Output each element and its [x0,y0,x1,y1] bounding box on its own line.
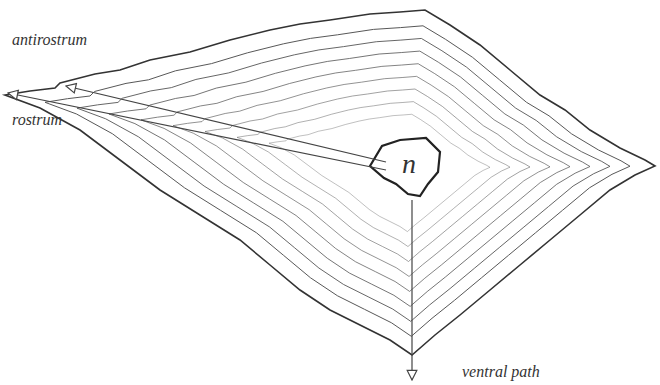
otolith-outline [5,10,655,355]
growth-ring [109,51,590,306]
nucleus-label: n [400,150,418,178]
ventral-path-arrow [411,200,412,380]
axis-label: ventral path [462,364,540,380]
part-label: rostrum [12,112,62,128]
growth-ring [77,38,610,321]
growth-ring [237,102,510,247]
growth-ring [173,76,550,276]
rostrum-axis-arrow [8,93,386,170]
antirostrum-axis-arrow [66,86,386,162]
nucleus-outline [370,138,440,196]
growth-ring [45,26,630,337]
growth-ring [205,89,530,262]
growth-ring [269,114,490,231]
part-label: antirostrum [12,32,87,48]
growth-ring [141,64,570,292]
